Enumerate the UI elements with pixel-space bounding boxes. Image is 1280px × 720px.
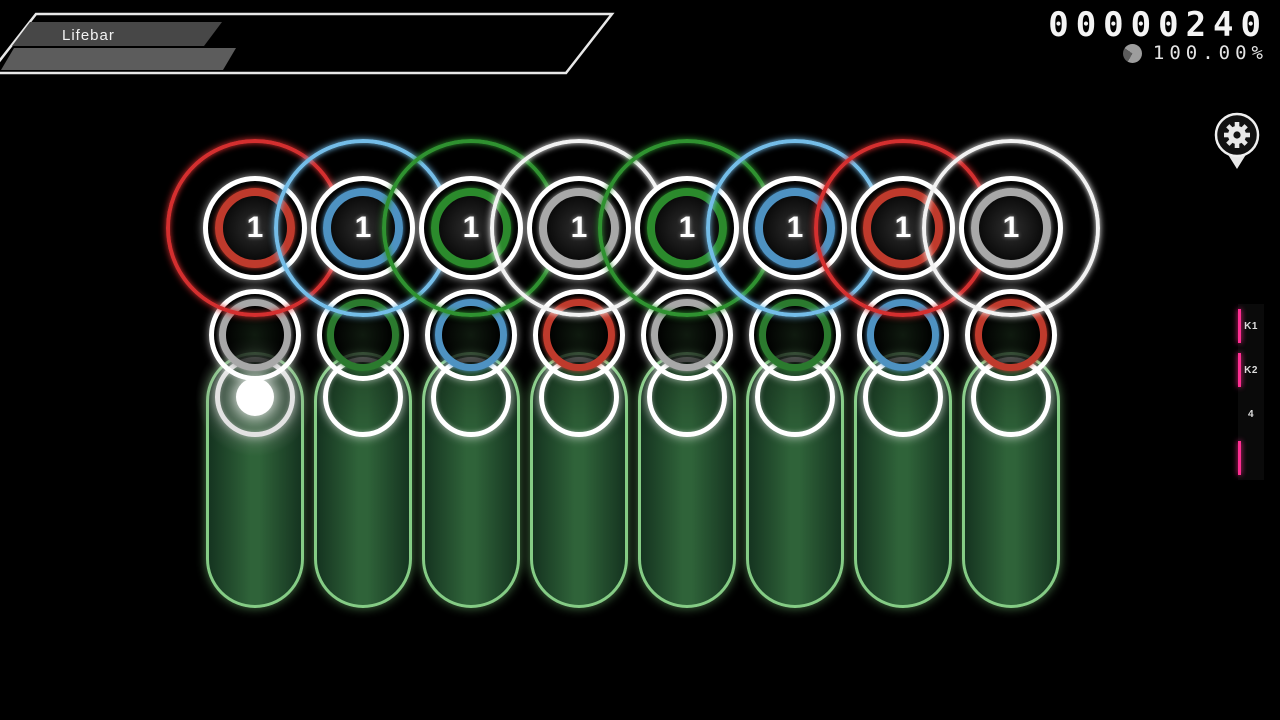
lifebar-fill <box>1 48 236 70</box>
key-label: K1 <box>1244 320 1258 332</box>
key-label: K2 <box>1244 364 1258 376</box>
column-5: 1 <box>597 130 777 650</box>
key-row-2: K2 <box>1238 348 1264 392</box>
score-display: 00000240 <box>1048 5 1268 45</box>
lifebar: Lifebar <box>0 12 615 75</box>
column-8: 1 <box>921 130 1101 650</box>
slider-ball[interactable] <box>236 378 274 416</box>
accuracy-value: 100.00% <box>1152 42 1268 64</box>
lifebar-label-box <box>12 22 222 46</box>
accuracy-pie-icon <box>1122 43 1142 63</box>
approach-circle <box>922 139 1100 317</box>
key-row-4 <box>1238 436 1264 480</box>
column-3: 1 <box>381 130 561 650</box>
key-label: 4 <box>1247 408 1255 420</box>
column-1: 1 <box>165 130 345 650</box>
accuracy-row: 100.00% <box>1122 42 1268 64</box>
key-row-3: 4 <box>1238 392 1264 436</box>
lifebar-label: Lifebar <box>62 27 115 44</box>
key-row-1: K1 <box>1238 304 1264 348</box>
settings-gear-pin-icon[interactable] <box>1212 110 1262 172</box>
lifebar-outline <box>0 12 615 75</box>
